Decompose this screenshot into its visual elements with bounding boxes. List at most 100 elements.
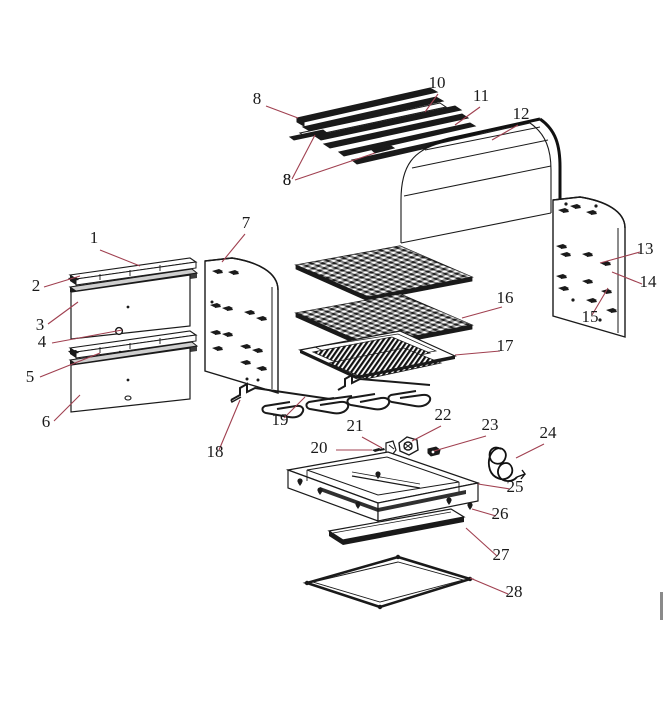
callout-leader-24 [515,443,545,459]
callout-leader-8b [291,134,316,180]
callout-number-17: 17 [497,336,515,355]
burner-tube-left [230,382,353,401]
callout-number-19: 19 [272,410,289,429]
left-shelf-assembly [68,257,199,413]
callout-number-23: 23 [482,415,499,434]
small-hardware-group [372,436,527,482]
side-panel-left-hardware [210,269,267,382]
callout-number-18: 18 [207,442,224,461]
rack-bar-5 [337,122,477,157]
callout-leader-11 [454,106,481,126]
side-panel-left-body [204,257,279,394]
rack-tab-lower [370,145,396,154]
callout-number-8a: 8 [253,89,262,108]
callout-leaders [39,93,643,595]
shelf-rail-5 [68,330,198,359]
callout-number-5: 5 [26,367,35,386]
side-panel-right-hardware [556,202,617,322]
side-panel-left-curve [204,257,279,291]
callout-number-4: 4 [38,332,47,351]
grease-tray-frame-part-28 [302,554,475,610]
callout-leader-22 [411,425,442,442]
callout-leader-3 [47,301,79,325]
callout-leader-10 [424,93,439,113]
side-panel-right-curve [552,196,626,229]
callout-number-13: 13 [637,239,654,258]
callout-leader-13 [599,251,641,264]
hood-bottom-edge [400,212,552,244]
front-panel-6 [70,347,191,413]
callout-leader-19 [283,396,306,419]
screw-part-20 [372,448,385,452]
igniter-knob-part-22 [398,436,419,456]
callout-number-15: 15 [582,307,599,326]
callout-number-16: 16 [497,288,514,307]
callout-number-14: 14 [640,272,658,291]
front-panel-3 [70,274,191,340]
warming-rack-bars-group [288,87,485,165]
callout-number-8b: 8 [283,170,292,189]
firebox-bottom-group [285,451,481,522]
callout-number-28: 28 [506,582,523,601]
callout-number-25: 25 [507,477,524,496]
callout-number-24: 24 [540,423,558,442]
callout-number-3: 3 [36,315,45,334]
hood-lid-group [400,117,562,244]
callout-leader-4 [51,329,123,344]
rack-tab-left [288,129,329,141]
callout-number-7: 7 [242,213,251,232]
heat-tent-tray [298,330,457,380]
callout-number-12: 12 [513,104,530,123]
callout-leader-25 [477,483,511,490]
callout-leader-12 [491,124,519,141]
callout-number-20: 20 [311,438,328,457]
hood-seam-1 [403,165,552,197]
callout-leader-28 [469,577,509,595]
callout-leader-18 [218,399,241,451]
burner-serpentine-4 [387,390,432,408]
callout-leader-14 [611,271,643,285]
burner-serpentine-1 [261,401,305,419]
edge-artifact-mark [660,592,663,620]
burner-tube-center-feeder [337,373,431,391]
front-bar-part-27 [327,508,466,545]
electrode-part-21 [385,440,397,456]
callout-leader-26 [471,508,497,517]
rack-bar-1 [295,87,439,127]
callout-leader-21 [361,436,383,449]
callout-leader-2 [43,275,81,288]
callout-leader-23 [433,435,487,452]
fastener-part-26 [467,502,473,508]
callout-leader-6 [53,394,81,422]
callout-leader-16 [461,306,503,319]
firebox-fasteners [297,471,473,510]
callout-number-6: 6 [42,412,51,431]
shelf-bracket-2 [68,277,79,281]
callout-leader-1 [99,249,141,267]
callout-number-22: 22 [435,405,452,424]
callout-number-8c: 8 [283,170,292,189]
callout-leader-5 [39,352,101,378]
rack-bar-4 [322,113,470,149]
ignition-wire-part-24 [487,446,527,482]
burner-serpentine-2 [305,397,350,415]
hood-right-rib [539,117,562,205]
nut-part-23 [427,446,441,457]
hood-seam-2 [411,139,549,169]
burner-tubes-group [230,373,432,419]
cooking-grate-upper [294,245,474,302]
cooking-grate-lower [294,293,474,350]
hood-shell [400,122,552,243]
side-panel-left-group [204,257,279,394]
callout-number-27: 27 [493,545,511,564]
rack-bar-3 [313,105,463,141]
callout-leader-15 [591,287,609,316]
callout-number-2: 2 [32,276,41,295]
side-panel-right-group [552,196,626,338]
callout-number-10: 10 [429,73,446,92]
callout-number-11: 11 [473,86,489,105]
callout-number-26: 26 [492,504,509,523]
firebox-divider [351,475,421,489]
